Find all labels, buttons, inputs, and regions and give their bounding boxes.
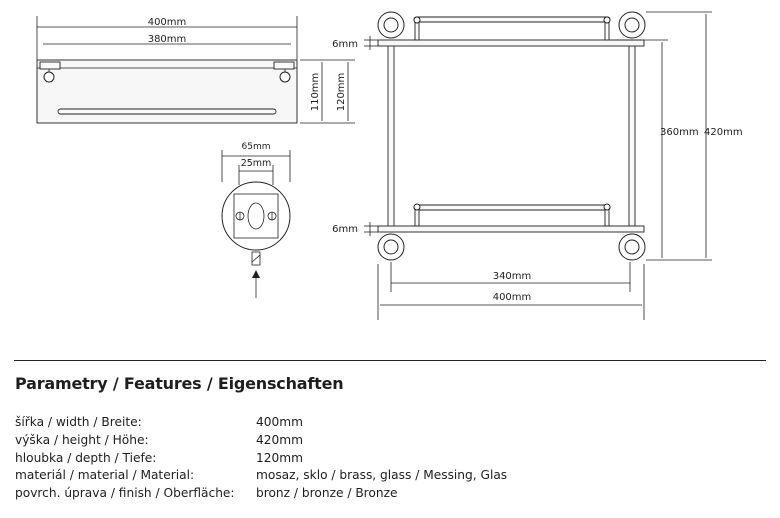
label-front-width-outer: 400mm (493, 292, 532, 303)
label-front-height-420: 420mm (704, 127, 743, 138)
spec-value: 420mm (256, 432, 304, 447)
spec-value: 120mm (256, 450, 304, 465)
wall-flange (221, 181, 291, 251)
post-left (387, 45, 395, 231)
spec-row: výška / height / Höhe: 420mm (15, 432, 507, 450)
label-front-height-360: 360mm (660, 127, 699, 138)
specs-title: Parametry / Features / Eigenschaften (15, 374, 344, 393)
label-top-width-outer: 400mm (148, 17, 187, 28)
flange-detail: 65mm 25mm (221, 142, 291, 298)
spec-row: povrch. úprava / finish / Oberfläche: br… (15, 485, 507, 503)
gallery-rail-top-view (57, 108, 277, 115)
spec-value: 400mm (256, 415, 304, 429)
spec-label: hloubka / depth / Tiefe: (15, 450, 157, 465)
top-view: 400mm 380mm 110mm 120mm (36, 16, 355, 124)
spec-label: výška / height / Höhe: (15, 432, 149, 447)
spec-label: šířka / width / Breite: (15, 415, 142, 429)
label-top-width-inner: 380mm (148, 34, 187, 45)
label-shelf-thickness-top: 6mm (332, 39, 358, 50)
spec-label: povrch. úprava / finish / Oberfläche: (15, 486, 235, 501)
label-flange-inner: 25mm (241, 158, 272, 169)
gallery-rail-lower (413, 204, 611, 211)
spec-label: materiál / material / Material: (15, 468, 195, 483)
label-side-110: 110mm (310, 73, 321, 112)
spec-row: materiál / material / Material: mosaz, s… (15, 467, 507, 485)
label-shelf-thickness-bottom: 6mm (332, 224, 358, 235)
spec-table: šířka / width / Breite: 400mm výška / he… (15, 414, 507, 503)
label-flange-outer: 65mm (242, 142, 271, 152)
glass-shelf-upper (377, 39, 645, 47)
glass-shelf-lower (377, 225, 645, 233)
gallery-rail-upper (413, 16, 611, 23)
spec-value: bronz / bronze / Bronze (256, 486, 398, 501)
spec-row: šířka / width / Breite: 400mm (15, 414, 507, 432)
spec-value: mosaz, sklo / brass, glass / Messing, Gl… (256, 468, 508, 483)
technical-drawing: 400mm 380mm 110mm 120mm 65mm 25mm (36, 11, 743, 320)
label-front-width-inner: 340mm (493, 271, 532, 282)
section-divider (14, 360, 766, 361)
spec-row: hloubka / depth / Tiefe: 120mm (15, 450, 507, 468)
front-view: 6mm 6mm 360mm 420mm 340mm 400mm (332, 11, 743, 320)
wall-rose-left (43, 71, 55, 83)
wall-rose-right (279, 71, 291, 83)
label-side-120: 120mm (336, 73, 347, 112)
mounting-plate (233, 193, 279, 239)
post-right (628, 45, 636, 231)
